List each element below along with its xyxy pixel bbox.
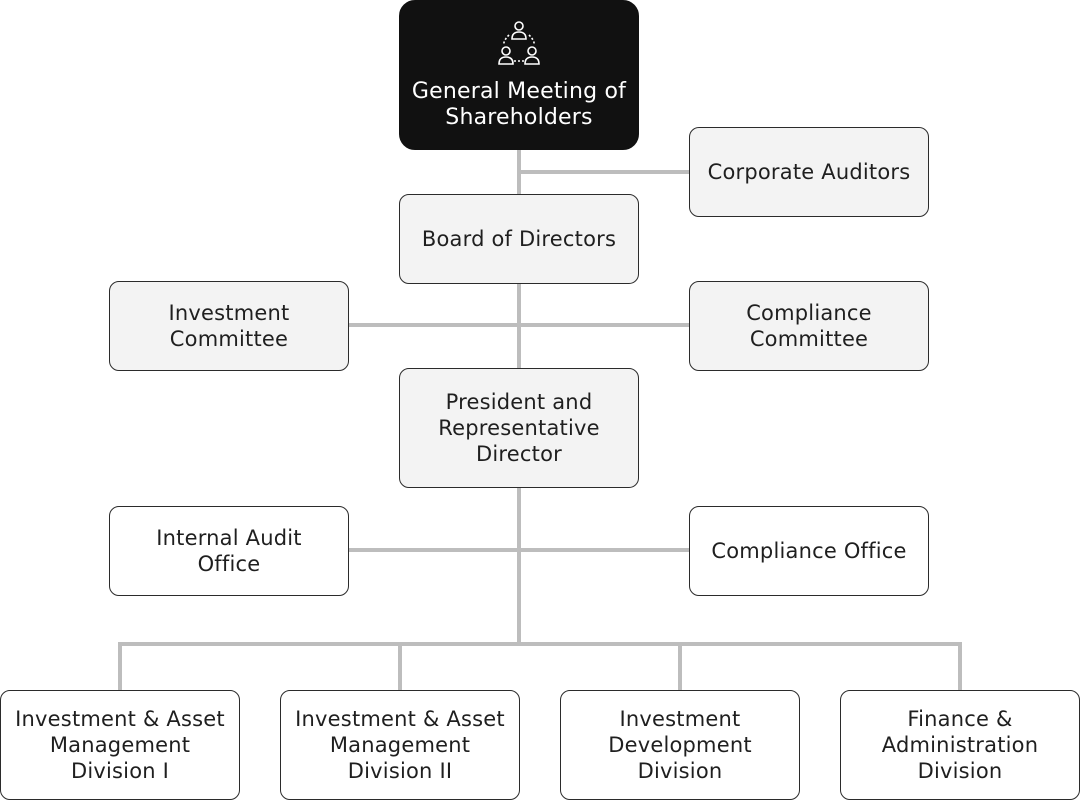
compliance-committee-box: Compliance Committee xyxy=(689,281,929,371)
president-and-representative-director-label: President and Representative Director xyxy=(438,390,600,466)
board-of-directors-box: Board of Directors xyxy=(399,194,639,284)
board-of-directors-label: Board of Directors xyxy=(421,227,617,251)
president-and-representative-director-box: President and Representative Director xyxy=(399,368,639,488)
compliance-office-box: Compliance Office xyxy=(689,506,929,596)
investment-committee-label: Investment Committee xyxy=(168,301,290,351)
compliance-office-label: Compliance Office xyxy=(711,539,907,563)
corporate-auditors-box: Corporate Auditors xyxy=(689,127,929,217)
group-of-people-icon xyxy=(498,21,540,65)
division-label: Finance & Administration Division xyxy=(881,707,1039,783)
division-label: Investment Development Division xyxy=(608,707,752,783)
division-label: Investment & Asset Management Division I xyxy=(15,707,225,783)
division-box: Investment & Asset Management Division I xyxy=(0,690,240,800)
general-meeting-of-shareholders-label: General Meeting of Shareholders xyxy=(411,79,627,130)
corporate-auditors-label: Corporate Auditors xyxy=(707,160,911,184)
division-box: Finance & Administration Division xyxy=(840,690,1080,800)
internal-audit-office-label: Internal Audit Office xyxy=(156,526,302,576)
investment-committee-box: Investment Committee xyxy=(109,281,349,371)
compliance-committee-label: Compliance Committee xyxy=(746,301,872,351)
general-meeting-of-shareholders-box: General Meeting of Shareholders xyxy=(399,0,639,150)
division-box: Investment & Asset Management Division I… xyxy=(280,690,520,800)
division-label: Investment & Asset Management Division I… xyxy=(295,707,505,783)
internal-audit-office-box: Internal Audit Office xyxy=(109,506,349,596)
division-box: Investment Development Division xyxy=(560,690,800,800)
